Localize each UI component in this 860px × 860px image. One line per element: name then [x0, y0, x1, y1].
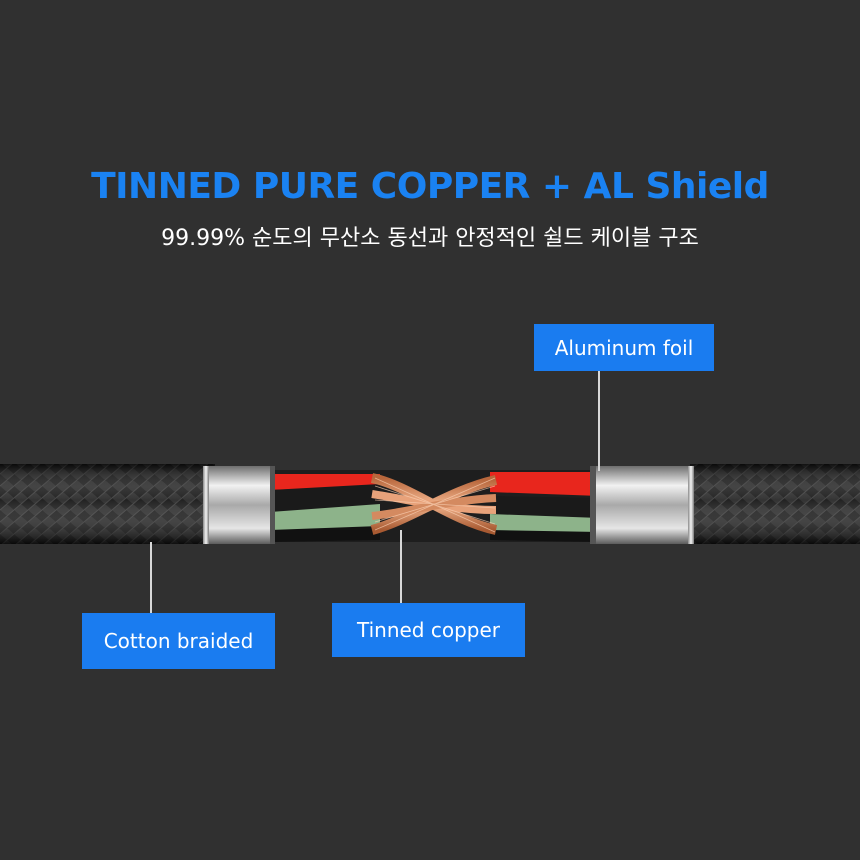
tinned-copper-label: Tinned copper [332, 603, 525, 657]
copper-strands [370, 473, 498, 535]
page-subtitle: 99.99% 순도의 무산소 동선과 안정적인 쉴드 케이블 구조 [161, 226, 699, 251]
tinned-copper-leader [400, 530, 402, 604]
right-ferrule [590, 466, 694, 544]
aluminum-foil-label: Aluminum foil [534, 324, 714, 371]
inner-wires [270, 470, 600, 542]
braided-jacket-left [0, 464, 215, 544]
braided-jacket-right [690, 464, 860, 544]
cotton-braided-label: Cotton braided [82, 613, 275, 669]
aluminum-foil-leader [598, 371, 600, 471]
left-ferrule [203, 466, 275, 544]
page-title: TINNED PURE COPPER + AL Shield [91, 166, 769, 207]
cotton-braided-leader [150, 542, 152, 614]
